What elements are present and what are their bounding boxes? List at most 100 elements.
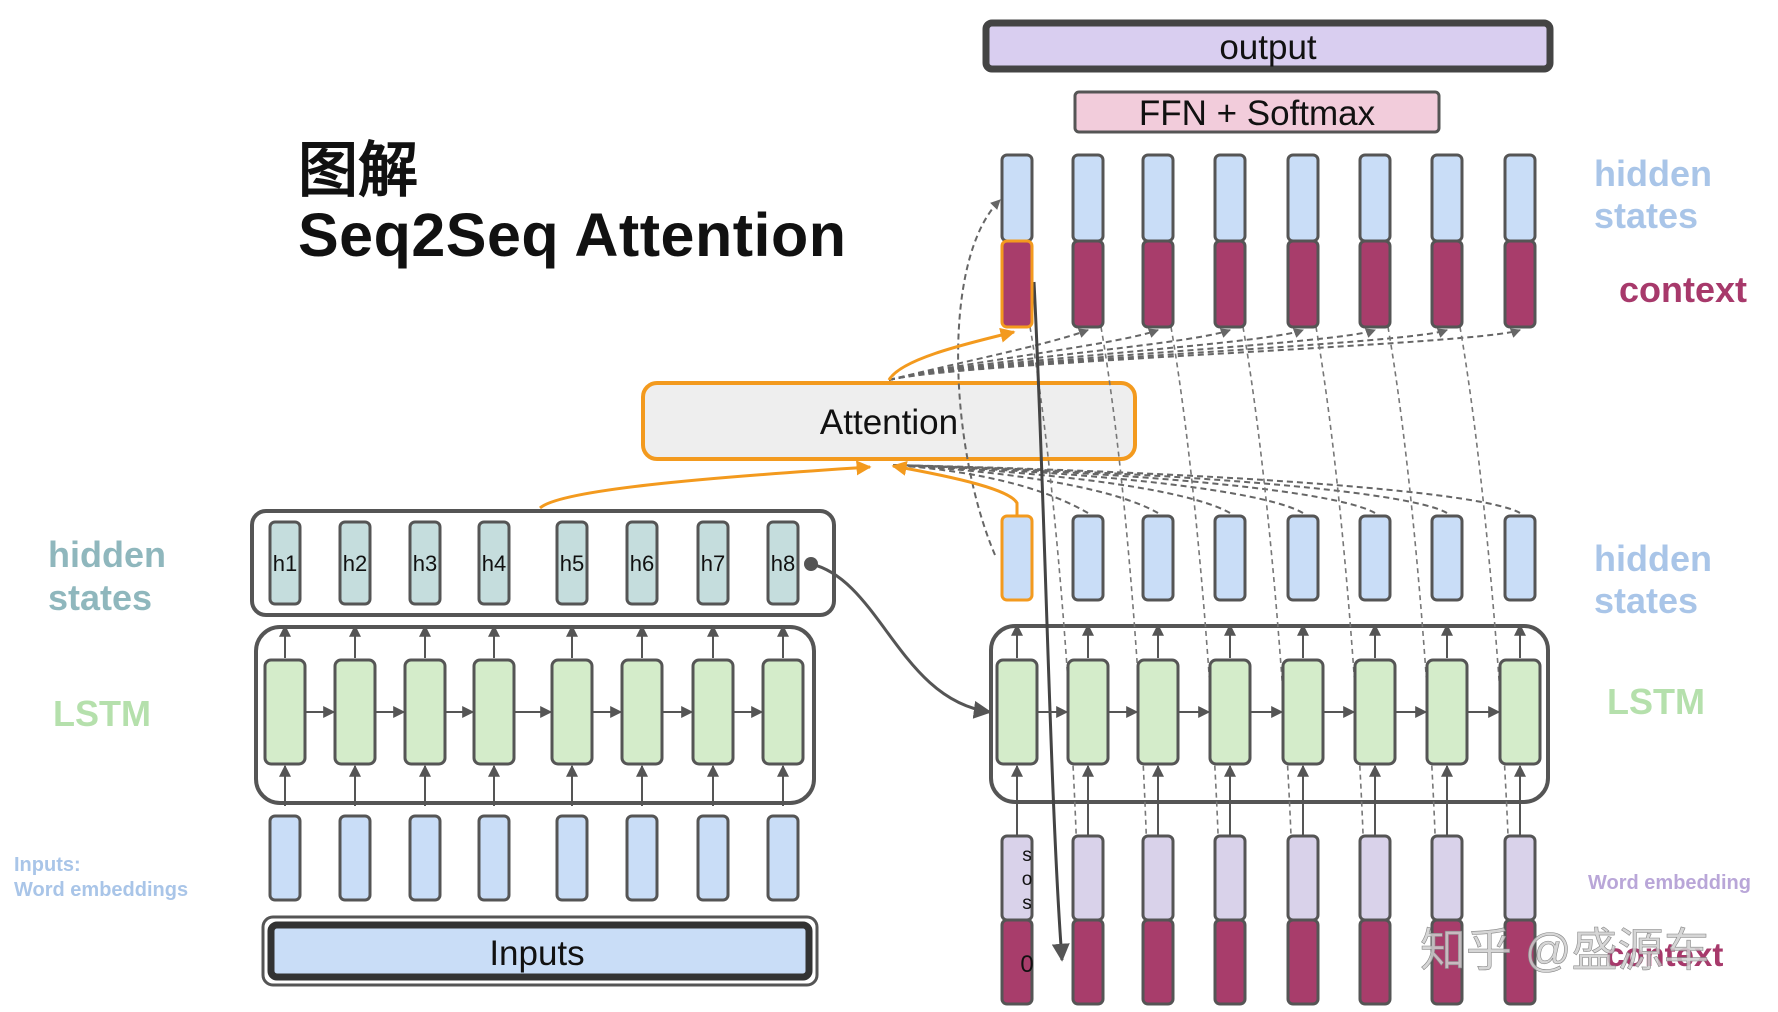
encoder-lstm-cell [691,658,735,766]
encoder-hidden-label: h5 [560,551,584,576]
query-to-attention-arrow [891,460,1019,515]
hidden-to-top-dashed [957,199,1001,556]
decoder-bottom-context-box [1213,918,1247,1006]
decoder-hidden-box [1000,514,1034,602]
decoder-lstm-cell [995,658,1039,766]
context-feed-dashed [1459,326,1514,919]
decoder-top-hidden-label-1: hidden [1594,153,1712,194]
encoder-hidden-label: h2 [343,551,367,576]
decoder-hidden-box [1358,514,1392,602]
encoder-hidden-label: h7 [701,551,725,576]
decoder-lstm-cell [1136,658,1180,766]
encoder-hidden-label: h1 [273,551,297,576]
encoder-lstm-cell [550,658,594,766]
decoder-top-hidden-box [1503,153,1537,243]
decoder-top-hidden-context [1000,153,1537,329]
encoder-lstm-cell [263,658,307,766]
encoder-word-embeddings [268,814,800,902]
encoder-hidden-box [408,520,442,606]
encoder-embedding-box [696,814,730,902]
attention-to-context-dashed [888,328,1521,381]
encoder-lstm-cells [263,624,805,806]
decoder-hidden-to-attention-dashed [892,464,1089,514]
decoder-top-hidden-box [1286,153,1320,243]
attention-to-context-dashed [888,328,1231,381]
decoder-hidden-box [1503,514,1537,602]
decoder-lstm-cell [1066,658,1110,766]
attention-to-context-dashed [888,328,1448,381]
decoder-context-box [1000,239,1034,329]
decoder-lstm-cell [1281,658,1325,766]
decoder-context-box [1141,239,1175,329]
title-english: Seq2Seq Attention [298,201,847,269]
decoder-hidden-box [1071,514,1105,602]
encoder-embedding-box [268,814,302,902]
encoder-lstm-cell [472,658,516,766]
attention-box [641,381,1137,461]
encoder-hidden-container [250,509,836,617]
encoder-hidden-box [338,520,372,606]
attention-to-context-dashed [888,328,1089,381]
encoder-embedding-box [555,814,589,902]
attention-to-context-dashed [888,328,1376,381]
attention-to-context-arrow [887,327,1016,381]
encoder-to-attention-arrow [539,460,872,510]
decoder-bottom-context-box [1141,918,1175,1006]
decoder-embedding-box [1141,834,1175,922]
decoder-context-label: context [1619,269,1747,310]
decoder-bottom-context-box [1503,918,1537,1006]
encoder-inputs-label-1: Inputs: [14,854,81,876]
decoder-bottom-context-box [1358,918,1392,1006]
encoder-hidden-box [696,520,730,606]
decoder-hidden-states [1000,514,1537,602]
decoder-hidden-to-attention-dashed [892,464,1521,514]
context-feed-dashed [1387,326,1441,919]
decoder-lstm-cells [995,623,1542,836]
decoder-embedding-box [1358,834,1392,922]
decoder-bottom-context-box [1071,918,1105,1006]
encoder-embedding-box [477,814,511,902]
encoder-lstm-container [254,625,816,805]
encoder-hidden-label-1: hidden [48,534,166,575]
encoder-embedding-box [625,814,659,902]
decoder-context-box [1430,239,1464,329]
encoder-hidden-label: h8 [771,551,795,576]
decoder-lstm-cell [1425,658,1469,766]
encoder-embedding-box [338,814,372,902]
decoder-hidden-box [1213,514,1247,602]
decoder-hidden-to-attention-dashed [892,464,1231,514]
encoder-hidden-box [555,520,589,606]
encoder-hidden-label-2: states [48,577,152,618]
inputs-bar [267,921,813,981]
encoder-lstm-label: LSTM [53,693,151,734]
decoder-context-box [1071,239,1105,329]
decoder-embedding-box [1071,834,1105,922]
decoder-lstm-cell [1353,658,1397,766]
decoder-lstm-cell [1498,658,1542,766]
decoder-bottom-context-box [1430,918,1464,1006]
ffn-softmax-label: FFN + Softmax [1139,94,1376,133]
watermark: 知乎 @盛源车 [1420,924,1709,976]
encoder-hidden-box [625,520,659,606]
output-label: output [1219,28,1317,67]
decoder-top-hidden-box [1071,153,1105,243]
context-to-next-input-arrow [1032,281,1070,962]
sos-letter-2: o [1022,869,1033,890]
encoder-inputs-label-2: Word embeddings [14,879,188,901]
encoder-hidden-label: h3 [413,551,437,576]
encoder-lstm-cell [620,658,664,766]
decoder-embedding-box [1213,834,1247,922]
encoder-lstm-cell [761,658,805,766]
decoder-top-hidden-box [1430,153,1464,243]
encoder-hidden-box [268,520,302,606]
sos-letter-3: s [1022,893,1032,914]
decoder-top-hidden-label-2: states [1594,195,1698,236]
decoder-word-embeddings [1000,834,1537,1006]
decoder-top-hidden-box [1358,153,1392,243]
decoder-context-box [1358,239,1392,329]
decoder-hidden-to-attention-dashed [892,464,1376,514]
initial-context-value: 0 [1020,951,1033,978]
attention-dashed-connections [888,199,1521,962]
decoder-context-box [1503,239,1537,329]
